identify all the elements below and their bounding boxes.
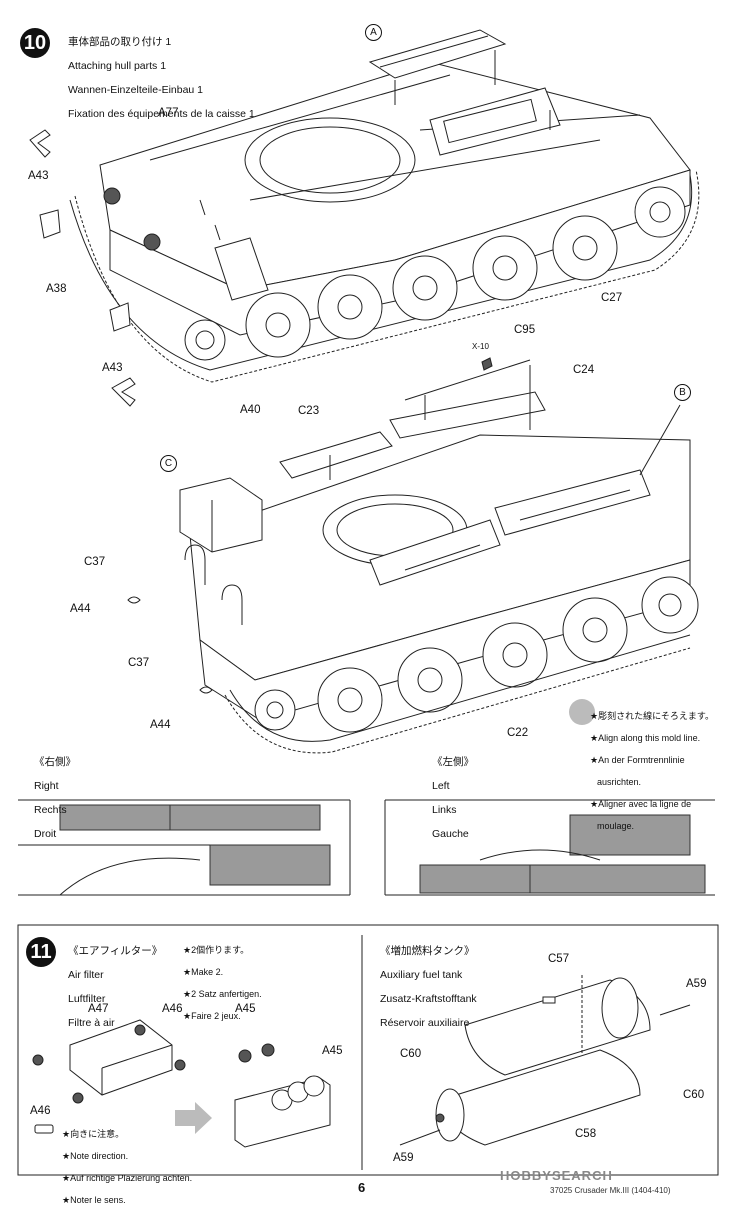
part-label: A47 bbox=[88, 1003, 109, 1015]
watermark: HOBBYSEARCH bbox=[500, 1168, 613, 1183]
air-filter-drawing bbox=[32, 1019, 331, 1148]
part-label: A77 bbox=[158, 107, 179, 119]
left-side-detail bbox=[384, 799, 715, 896]
top-road-wheels bbox=[184, 186, 686, 361]
part-label: A38 bbox=[46, 283, 67, 295]
lower-road-wheels bbox=[254, 576, 699, 733]
title-de: Wannen-Einzelteile-Einbau 1 bbox=[68, 84, 204, 96]
part-label: A44 bbox=[70, 603, 91, 615]
part-label: X-10 bbox=[472, 342, 489, 351]
part-label: A43 bbox=[28, 170, 49, 182]
part-label: C60 bbox=[683, 1089, 705, 1101]
step-11-number: 11 bbox=[26, 937, 56, 967]
part-label: A40 bbox=[240, 404, 261, 416]
right-side-caption: 《右側》 Right Rechts Droit bbox=[34, 756, 76, 840]
title-en: Attaching hull parts 1 bbox=[68, 60, 167, 72]
top-hull-drawing bbox=[29, 29, 700, 407]
part-label: C58 bbox=[575, 1128, 597, 1140]
title-fr: Fixation des équipements de la caisse 1 bbox=[68, 108, 255, 120]
part-label: A59 bbox=[393, 1152, 414, 1164]
step-10-number: 10 bbox=[20, 28, 50, 58]
part-label: C57 bbox=[548, 953, 570, 965]
title-ja: 車体部品の取り付け 1 bbox=[68, 36, 172, 48]
mold-line-note: ★彫刻された線にそろえます。 ★Align along this mold li… bbox=[590, 711, 714, 831]
part-label: C24 bbox=[573, 364, 595, 376]
part-label: C22 bbox=[507, 727, 529, 739]
marker-c: C bbox=[160, 455, 177, 472]
part-label: A43 bbox=[102, 362, 123, 374]
part-label: A46 bbox=[30, 1105, 51, 1117]
marker-b: B bbox=[674, 384, 691, 401]
part-label: A45 bbox=[235, 1003, 256, 1015]
fuel-tank-title: 《増加燃料タンク》 Auxiliary fuel tank Zusatz-Kra… bbox=[380, 945, 477, 1029]
part-label: C60 bbox=[400, 1048, 422, 1060]
right-side-detail bbox=[18, 799, 351, 896]
product-code: 37025 Crusader Mk.III (1404-410) bbox=[550, 1186, 671, 1195]
note-direction: ★向きに注意。 ★Note direction. ★Auf richtige P… bbox=[62, 1129, 193, 1205]
step-10-title: 車体部品の取り付け 1 Attaching hull parts 1 Wanne… bbox=[68, 24, 255, 132]
fuel-tank-drawing bbox=[399, 975, 691, 1146]
part-label: A59 bbox=[686, 978, 707, 990]
part-label: A45 bbox=[322, 1045, 343, 1057]
part-label: C95 bbox=[514, 324, 536, 336]
part-label: C23 bbox=[298, 405, 320, 417]
part-label: C37 bbox=[84, 556, 106, 568]
page-number: 6 bbox=[358, 1180, 366, 1195]
part-label: C37 bbox=[128, 657, 150, 669]
part-label: A44 bbox=[150, 719, 171, 731]
marker-a: A bbox=[365, 24, 382, 41]
left-side-caption: 《左側》 Left Links Gauche bbox=[432, 756, 474, 840]
make-two-note: ★2個作ります。 ★Make 2. ★2 Satz anfertigen. ★F… bbox=[183, 945, 262, 1021]
part-label: C27 bbox=[601, 292, 623, 304]
part-label: A46 bbox=[162, 1003, 183, 1015]
lower-hull-drawing bbox=[127, 357, 699, 754]
air-filter-title: 《エアフィルター》 Air filter Luftfilter Filtre à… bbox=[68, 945, 163, 1029]
